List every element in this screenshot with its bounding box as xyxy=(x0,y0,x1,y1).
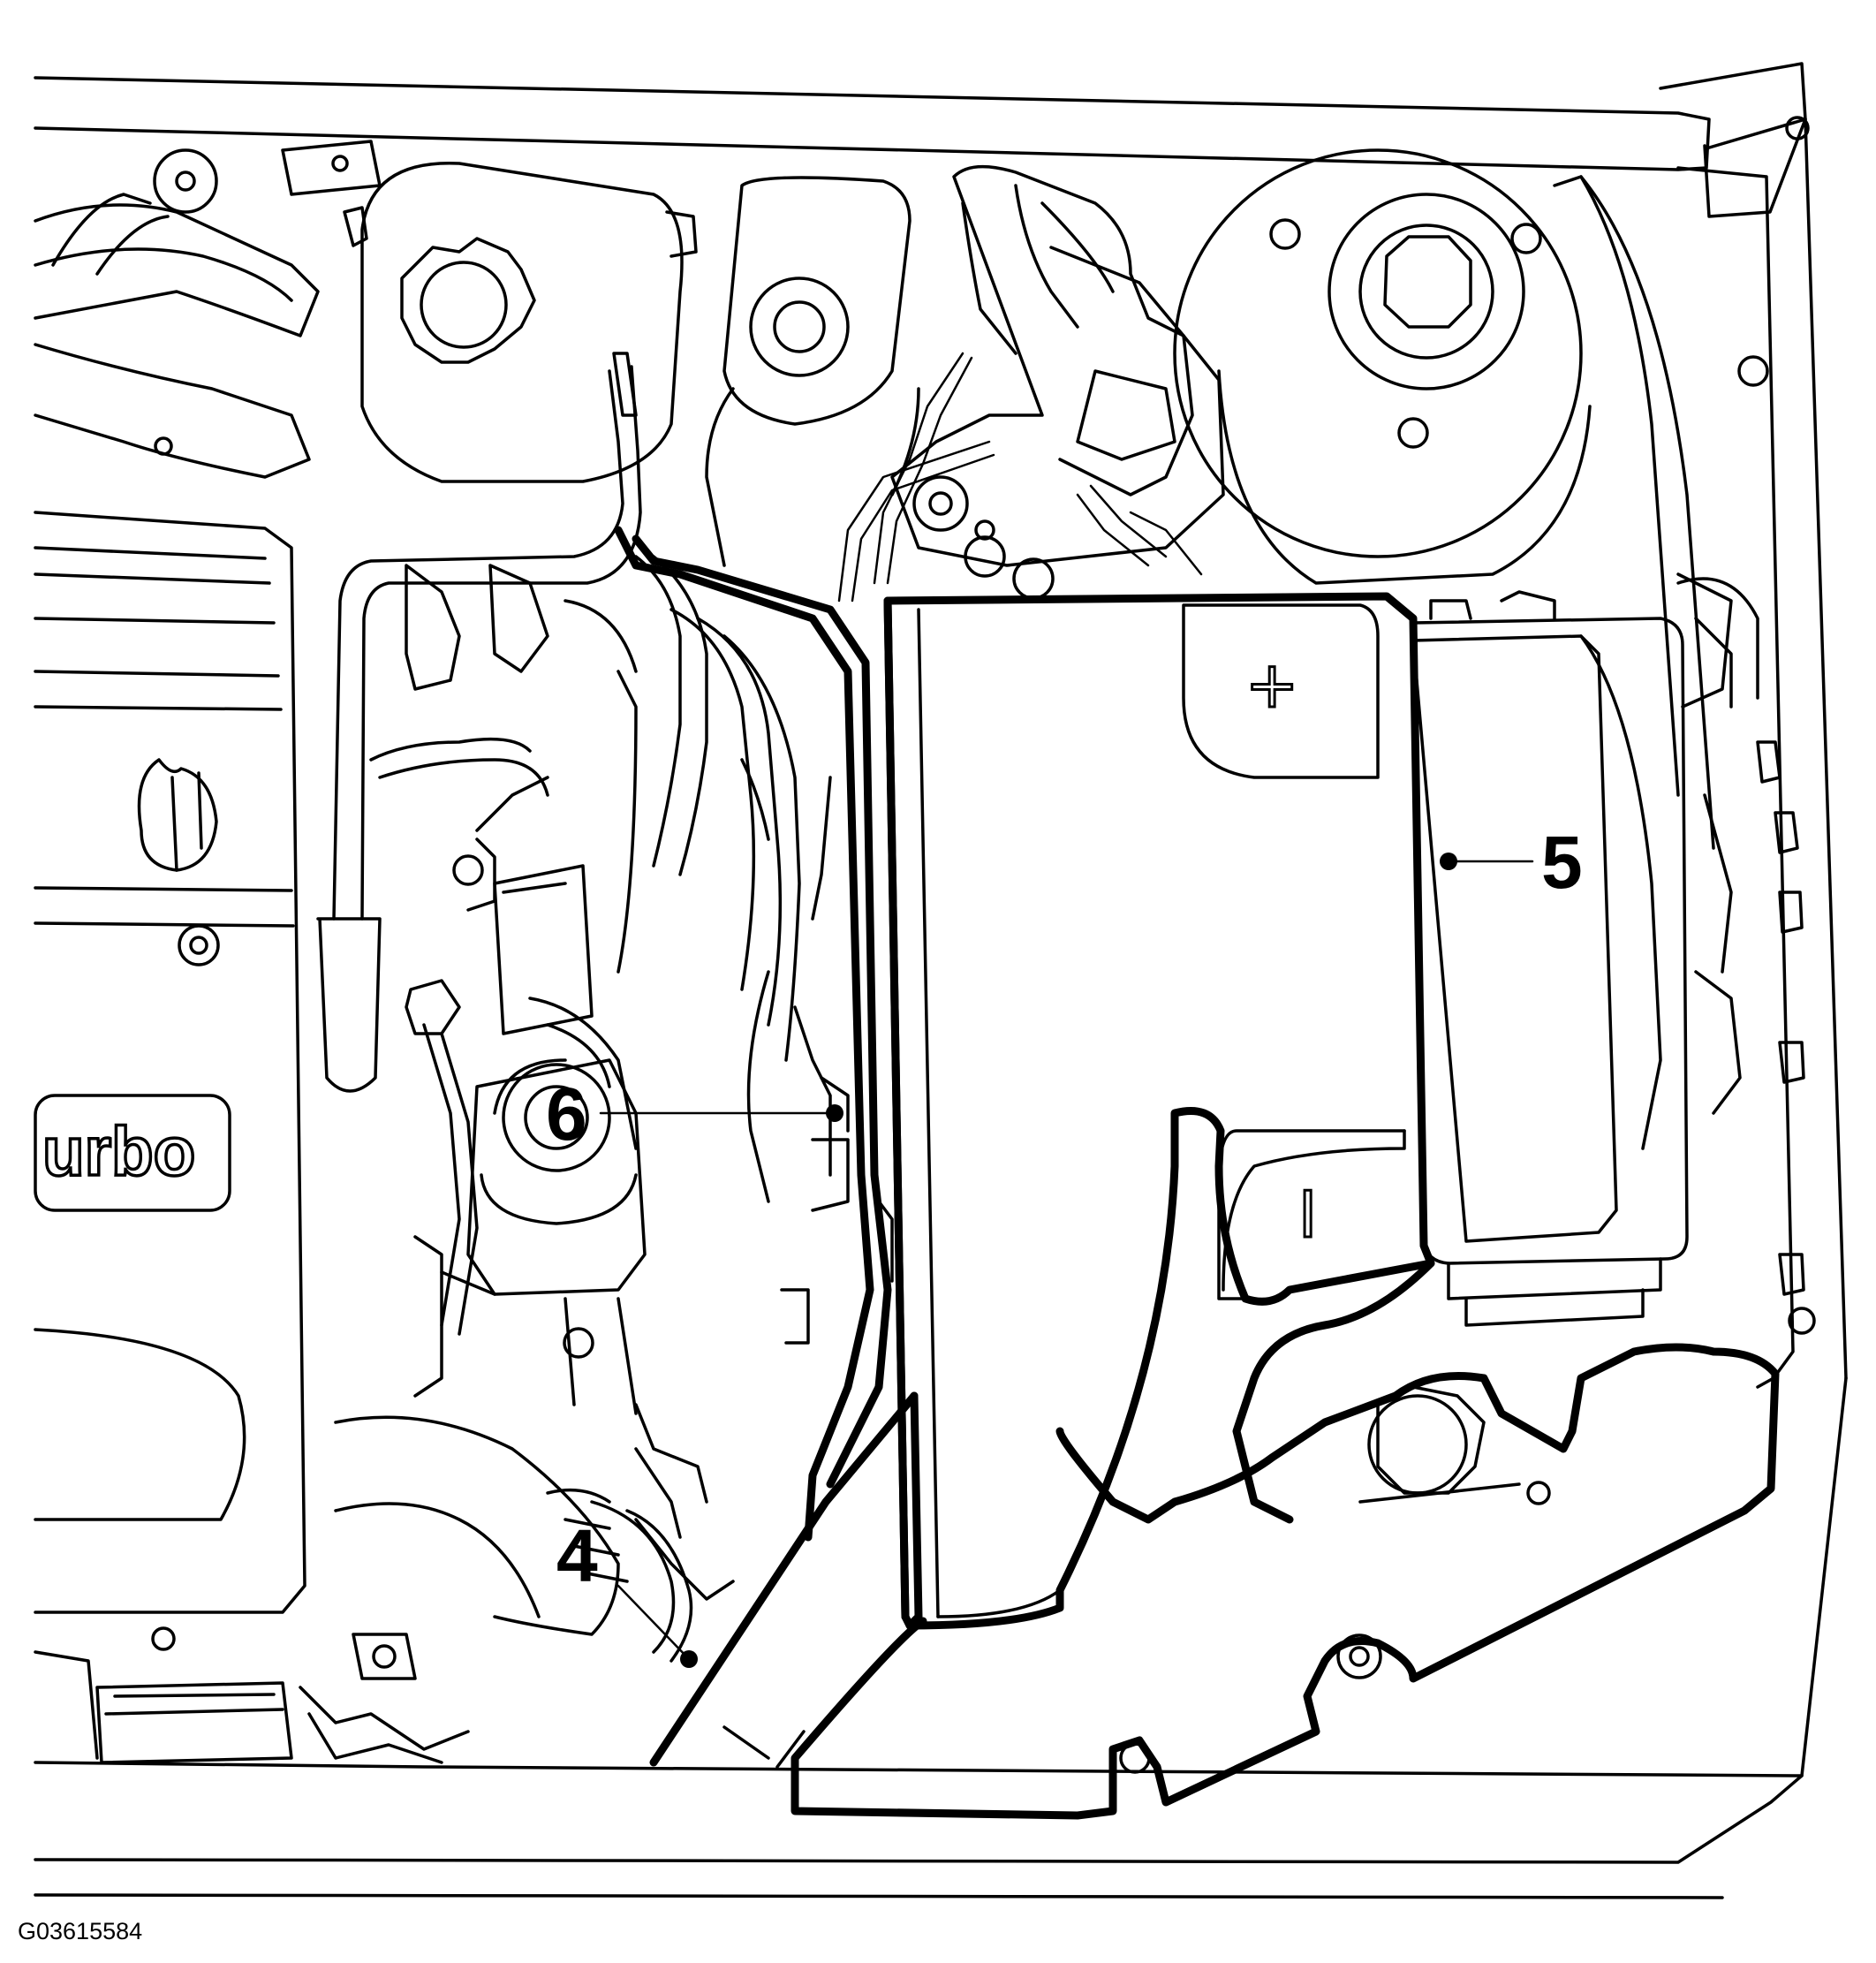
callout-4: 4 xyxy=(556,1514,598,1597)
battery-tray xyxy=(649,1259,1780,1820)
fender-bolts xyxy=(1676,577,1816,1335)
battery-positive-mark: + xyxy=(1245,648,1298,722)
battery-negative-mark: I xyxy=(1298,1178,1317,1252)
engine-cover-decal-text: urbo xyxy=(42,1112,195,1190)
strut-tower xyxy=(1173,116,1810,850)
coolant-reservoir xyxy=(343,161,698,483)
lower-connector xyxy=(34,1626,470,1764)
intake-pipe xyxy=(334,1415,735,1680)
reservoir-hose xyxy=(316,352,642,1093)
figure-id: G03615584 xyxy=(18,1918,142,1944)
fuse-box xyxy=(1394,590,1689,1327)
wiring-harness xyxy=(369,555,850,1345)
upper-left-hoses xyxy=(34,140,382,479)
abs-unit xyxy=(837,164,1225,603)
engine-cover: urbo xyxy=(34,511,306,1614)
power-steering-reservoir xyxy=(413,1058,708,1539)
callout-leaders xyxy=(599,853,1534,1668)
callout-6: 6 xyxy=(546,1072,587,1156)
battery: + I xyxy=(883,592,1435,1630)
battery-cable xyxy=(614,526,894,1542)
callout-5: 5 xyxy=(1541,821,1583,904)
